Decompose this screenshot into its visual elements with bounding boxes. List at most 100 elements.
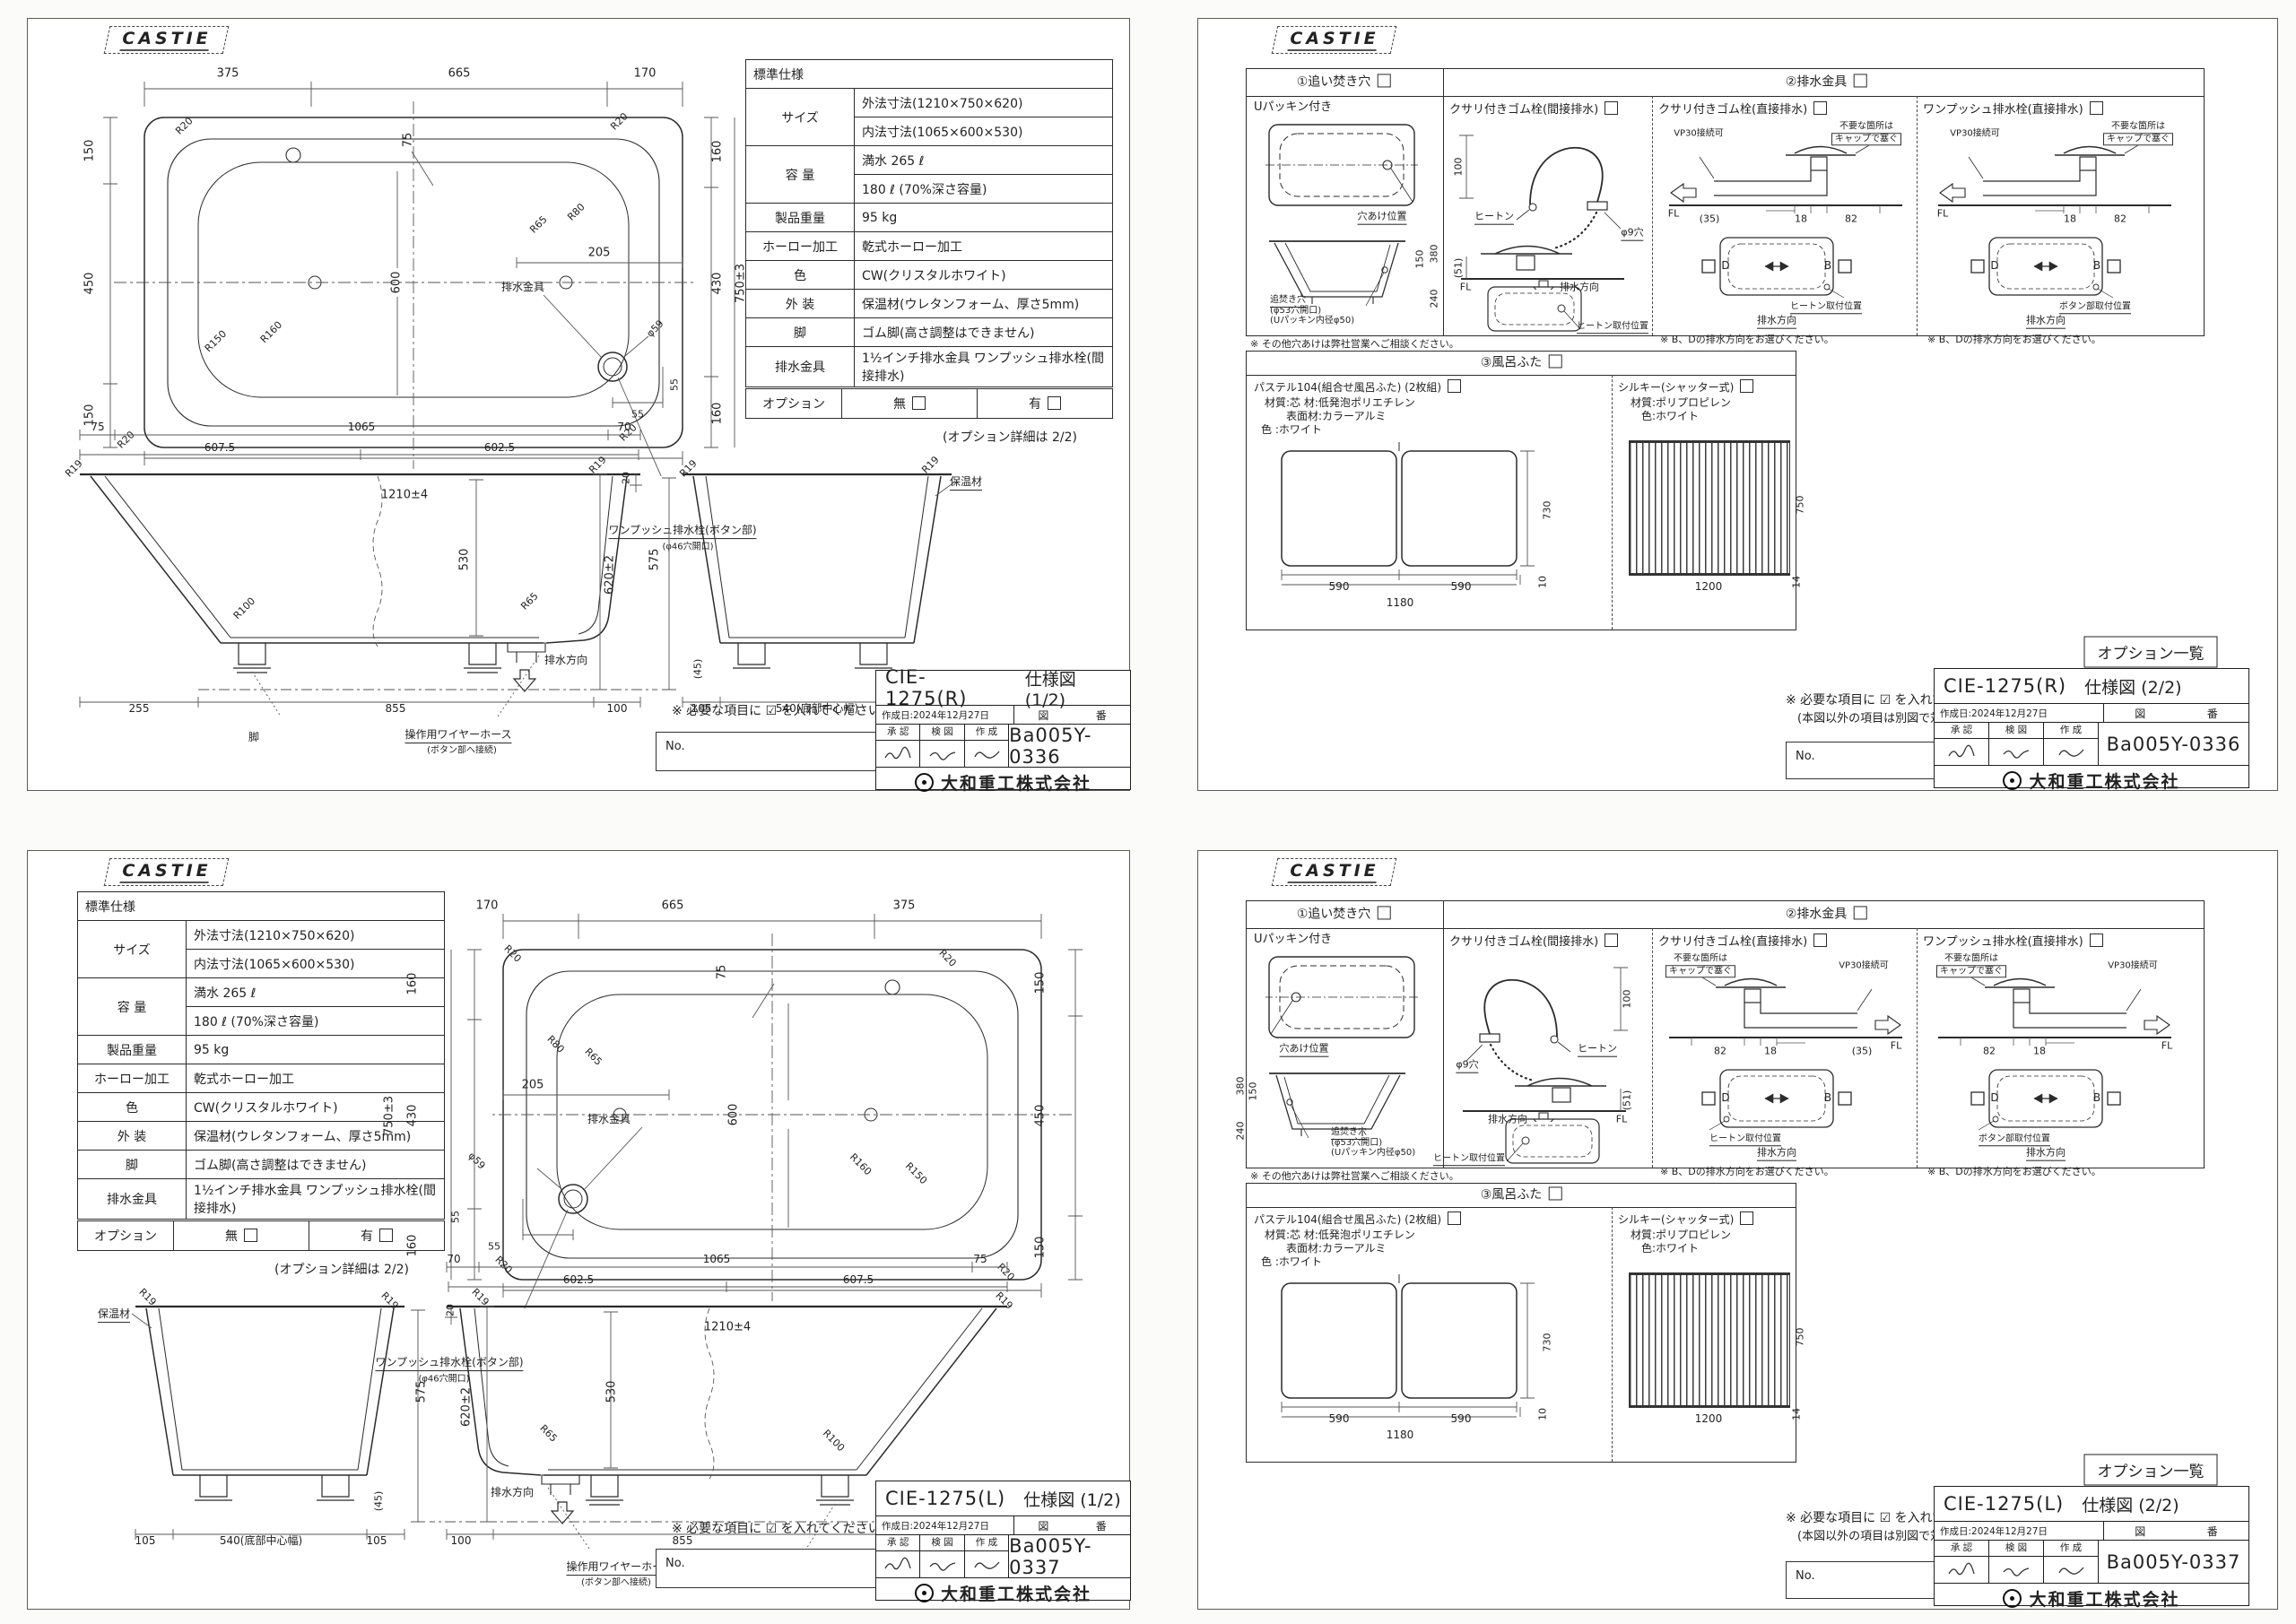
shutter-lid-drawing	[1629, 1272, 1790, 1408]
check-label: 検 図	[920, 725, 964, 741]
dim-label: 1180	[1386, 1429, 1414, 1442]
dim-label: 55	[631, 408, 644, 421]
dim-label: 430	[710, 272, 725, 295]
spec-table: 標準仕様 サイズ外法寸法(1210×750×620) 内法寸法(1065×600…	[77, 891, 445, 1220]
checkbox	[1853, 74, 1867, 88]
dim-label: 70	[447, 1253, 461, 1266]
create-label: 作 成	[2044, 1541, 2098, 1557]
spec-title: 標準仕様	[745, 59, 1113, 89]
spec-row-label: 製品重量	[745, 203, 855, 232]
dim-label: 607.5	[204, 441, 236, 455]
spec-row-label: 外 装	[745, 289, 855, 318]
dim-label: 18	[1795, 213, 1807, 225]
checkbox	[2089, 101, 2103, 115]
heaton-position-plan	[1485, 284, 1584, 334]
d-label: D	[1990, 1091, 1999, 1105]
company-name: 大和重工株式会社	[940, 1584, 1091, 1604]
spec-row-label: 色	[77, 1092, 187, 1122]
ban-label: 番	[1095, 708, 1107, 722]
dim-label: 1180	[1386, 596, 1414, 610]
signature-scribble	[974, 751, 1000, 759]
dim-label: (51)	[1452, 257, 1465, 279]
bathtub-plan-art	[103, 82, 735, 476]
option-list-title: オプション一覧	[2083, 636, 2218, 668]
dim-label: 10	[1536, 576, 1549, 588]
dim-label: 240	[1234, 1121, 1247, 1141]
title-block: CIE-1275(R)仕様図 (2/2) 作成日:2024年12月27日図番 承…	[1934, 668, 2249, 792]
creation-date: 作成日:2024年12月27日	[876, 706, 1015, 724]
creation-date: 作成日:2024年12月27日	[876, 1516, 1015, 1534]
db-direction-plan	[1970, 234, 2122, 299]
spec-row-label: サイズ	[745, 88, 855, 146]
title-block: CIE-1275(L)仕様図 (2/2) 作成日:2024年12月27日図番 承…	[1934, 1486, 2249, 1610]
heaton-label: ヒートン	[1578, 1043, 1617, 1057]
dim-label: 82	[1983, 1045, 1996, 1057]
dim-label: 18	[2064, 213, 2076, 225]
col1-note: ※ その他穴あけは弊社営業へご相談ください。	[1250, 1170, 1459, 1182]
company-mark-icon	[914, 1583, 934, 1602]
no-label: No.	[1796, 750, 1815, 763]
dim-label: 730	[1541, 1333, 1553, 1352]
option-label: オプション	[77, 1220, 174, 1251]
lid2-title: シルキー(シャッター式)	[1618, 379, 1754, 395]
push-drain-drawing	[1929, 951, 2180, 1055]
zu-label: 図	[1038, 1519, 1049, 1533]
dim-label: 575	[648, 548, 662, 571]
lid2-title: シルキー(シャッター式)	[1618, 1211, 1754, 1227]
create-label: 作 成	[2044, 723, 2098, 739]
d-label: D	[1721, 1091, 1730, 1105]
push-drain-label: ワンプッシュ排水栓(ボタン部)	[608, 524, 757, 539]
dim-label: 430	[405, 1104, 420, 1127]
drain-direction-label: 排水方向	[1757, 1147, 1796, 1161]
spec-title: 標準仕様	[77, 891, 445, 921]
option-row: オプション 無 有	[77, 1220, 445, 1251]
dim-label: 55	[449, 1211, 462, 1223]
fl-label: FL	[1459, 281, 1472, 293]
sheet-options-r: CASTIE ①追い焚き穴 ②排水金具 Uパッキン付き 穴あけ位置 150 38	[1197, 18, 2278, 792]
drain-direction-label: 排水方向	[490, 1486, 535, 1499]
zu-label: 図	[2135, 707, 2146, 720]
dim-label: 160	[710, 140, 725, 163]
dim-label: 160	[405, 1234, 420, 1257]
cap-note2: キャップで塞ぐ	[2103, 133, 2173, 145]
spec-value: ゴム脚(高さ調整はできません)	[186, 1150, 445, 1179]
cap-note1: 不要な箇所は	[2111, 121, 2165, 132]
cap-note1: 不要な箇所は	[1674, 953, 1727, 964]
vp30-label: VP30接続可	[2108, 960, 2158, 971]
check-label: 検 図	[1989, 1541, 2043, 1557]
push-drain-sublabel: (φ46穴開口)	[418, 1374, 470, 1385]
company-name: 大和重工株式会社	[940, 773, 1091, 794]
castie-logo: CASTIE	[1271, 858, 1397, 886]
hole-position-plan	[1265, 119, 1418, 209]
col4-note: ※ B、Dの排水方向をお選びください。	[1927, 334, 2101, 345]
dim-label: 70	[617, 421, 631, 434]
fl-label: FL	[1615, 1113, 1628, 1125]
reheat-hole-sub2: (Uパッキン内径φ50)	[1270, 316, 1355, 326]
bathtub-plan-drawing-mirrored	[440, 887, 1122, 1308]
zu-label: 図	[1038, 708, 1049, 722]
dim-label: 750	[1794, 495, 1806, 515]
dim-label: 205	[587, 246, 611, 260]
no-label: No.	[1796, 1569, 1815, 1583]
no-label: No.	[665, 1557, 685, 1570]
spec-value: 内法寸法(1065×600×530)	[186, 949, 445, 978]
dim-label: 55	[668, 378, 681, 391]
vp30-label: VP30接続可	[1839, 960, 1889, 971]
dim-label: 1065	[347, 421, 376, 434]
direct-drain-drawing	[1660, 119, 1911, 222]
spec-value: 1½インチ排水金具 ワンプッシュ排水栓(間接排水)	[186, 1178, 445, 1220]
lid2-color: 色:ホワイト	[1641, 1242, 1700, 1255]
dim-label: 55	[488, 1240, 500, 1253]
dim-label: 620±2	[459, 1387, 474, 1427]
dim-label: 100	[1621, 989, 1633, 1009]
fl-label: FL	[2161, 1039, 2173, 1052]
chain-plug-drawing	[1454, 119, 1633, 290]
signature-scribble	[2003, 749, 2030, 759]
sheet-title: 仕様図 (2/2)	[2082, 1495, 2179, 1515]
sheet-title: 仕様図 (1/2)	[1024, 669, 1076, 710]
options-table	[1246, 900, 2205, 1168]
option-row: オプション 無 有	[745, 388, 1113, 419]
dim-label: 600	[389, 271, 404, 294]
fl-label: FL	[1890, 1039, 1902, 1052]
dim-label: 150	[1413, 249, 1426, 269]
